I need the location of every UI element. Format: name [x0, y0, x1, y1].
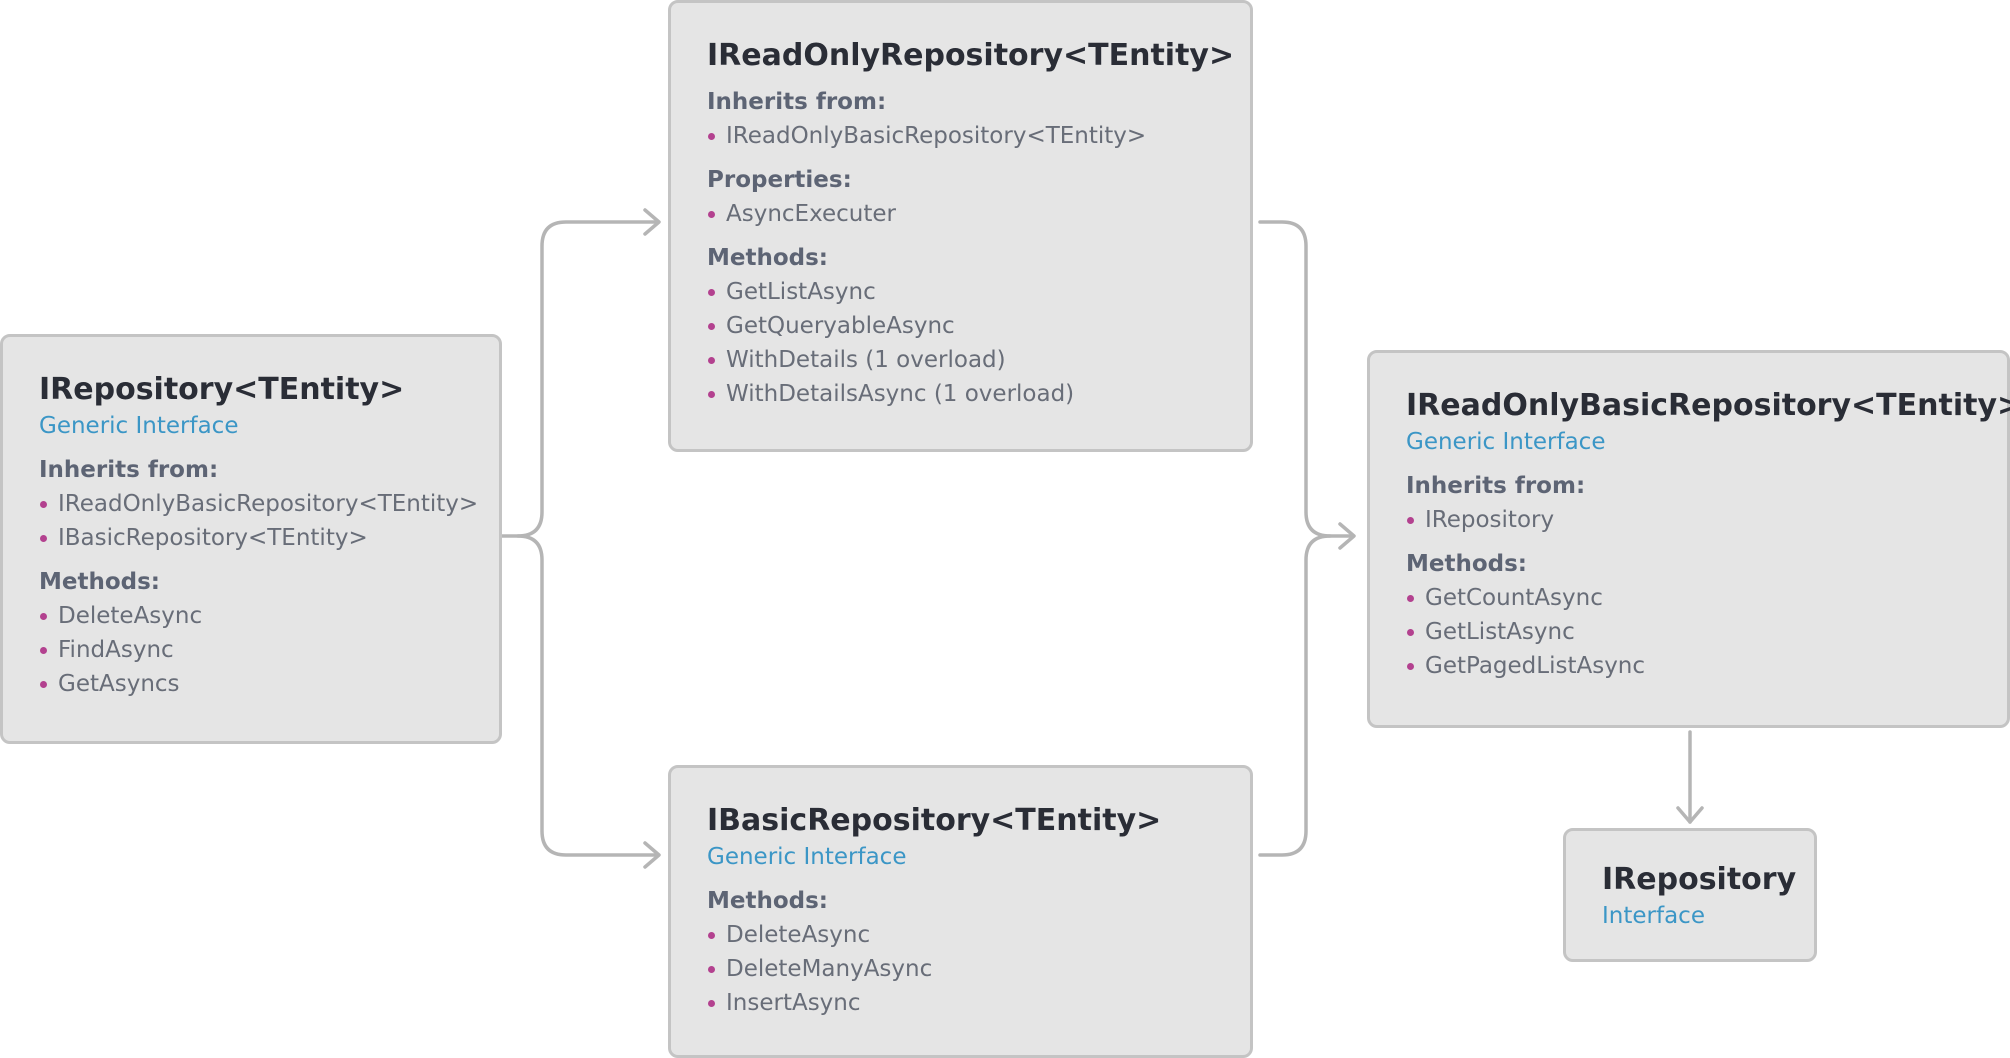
properties-list: AsyncExecuter: [707, 197, 1250, 231]
methods-list: GetCountAsync GetListAsync GetPagedListA…: [1406, 581, 2007, 683]
list-item: GetAsyncs: [39, 667, 499, 701]
inherits-section: Inherits from: IRepository: [1406, 469, 2007, 537]
methods-section: Methods: GetCountAsync GetListAsync GetP…: [1406, 547, 2007, 683]
list-item: WithDetails (1 overload): [707, 343, 1250, 377]
box-title: IReadOnlyRepository<TEntity>: [707, 38, 1235, 73]
list-item: IRepository: [1406, 503, 2007, 537]
list-item: DeleteAsync: [39, 599, 499, 633]
section-title: Methods:: [707, 245, 829, 271]
list-item: IReadOnlyBasicRepository<TEntity>: [707, 119, 1250, 153]
box-ibasic-repository: IBasicRepository<TEntity> Generic Interf…: [668, 765, 1253, 1058]
list-item: FindAsync: [39, 633, 499, 667]
inherits-section: Inherits from: IReadOnlyBasicRepository<…: [707, 85, 1250, 153]
methods-section: Methods: GetListAsync GetQueryableAsync …: [707, 241, 1250, 411]
connector-irepository-to-ibasic-repository: [516, 534, 659, 857]
list-item: GetPagedListAsync: [1406, 649, 2007, 683]
methods-list: GetListAsync GetQueryableAsync WithDetai…: [707, 275, 1250, 411]
box-title: IRepository<TEntity>: [39, 372, 405, 407]
arrowhead-irepository: [1676, 806, 1704, 824]
list-item: GetListAsync: [707, 275, 1250, 309]
list-item: WithDetailsAsync (1 overload): [707, 377, 1250, 411]
connector-ireadonly-to-ireadonly-basic: [1258, 220, 1354, 538]
box-title: IReadOnlyBasicRepository<TEntity>: [1406, 388, 2010, 423]
box-ireadonly-basic-repository: IReadOnlyBasicRepository<TEntity> Generi…: [1367, 350, 2010, 728]
methods-section: Methods: DeleteAsync FindAsync GetAsyncs: [39, 565, 499, 701]
methods-list: DeleteAsync DeleteManyAsync InsertAsync: [707, 918, 1250, 1020]
list-item: GetCountAsync: [1406, 581, 2007, 615]
section-title: Methods:: [1406, 551, 1528, 577]
properties-section: Properties: AsyncExecuter: [707, 163, 1250, 231]
connector-ibasic-to-ireadonly-basic: [1258, 534, 1332, 857]
box-subtitle: Generic Interface: [39, 413, 239, 439]
box-irepository: IRepository Interface: [1563, 828, 1817, 962]
list-item: IBasicRepository<TEntity>: [39, 521, 499, 555]
inherits-section: Inherits from: IReadOnlyBasicRepository<…: [39, 453, 499, 555]
list-item: DeleteManyAsync: [707, 952, 1250, 986]
arrowhead-ireadonly-basic-repository: [1338, 522, 1356, 550]
section-title: Properties:: [707, 167, 852, 193]
list-item: InsertAsync: [707, 986, 1250, 1020]
inherits-list: IReadOnlyBasicRepository<TEntity>: [707, 119, 1250, 153]
inherits-list: IReadOnlyBasicRepository<TEntity> IBasic…: [39, 487, 499, 555]
methods-section: Methods: DeleteAsync DeleteManyAsync Ins…: [707, 884, 1250, 1020]
connector-irepository-to-ireadonly-repository: [500, 220, 659, 538]
list-item: GetListAsync: [1406, 615, 2007, 649]
list-item: DeleteAsync: [707, 918, 1250, 952]
box-ireadonly-repository: IReadOnlyRepository<TEntity> Inherits fr…: [668, 0, 1253, 452]
box-title: IBasicRepository<TEntity>: [707, 803, 1162, 838]
arrowhead-ibasic-repository: [643, 841, 661, 869]
list-item: AsyncExecuter: [707, 197, 1250, 231]
section-title: Inherits from:: [1406, 473, 1586, 499]
box-irepository-tentity: IRepository<TEntity> Generic Interface I…: [0, 334, 502, 744]
list-item: GetQueryableAsync: [707, 309, 1250, 343]
inherits-list: IRepository: [1406, 503, 2007, 537]
section-title: Inherits from:: [707, 89, 887, 115]
box-subtitle: Generic Interface: [707, 844, 907, 870]
box-subtitle: Generic Interface: [1406, 429, 1606, 455]
methods-list: DeleteAsync FindAsync GetAsyncs: [39, 599, 499, 701]
section-title: Methods:: [707, 888, 829, 914]
list-item: IReadOnlyBasicRepository<TEntity>: [39, 487, 499, 521]
box-title: IRepository: [1602, 862, 1797, 897]
box-subtitle: Interface: [1602, 903, 1705, 929]
section-title: Methods:: [39, 569, 161, 595]
arrowhead-ireadonly-repository: [643, 208, 661, 236]
section-title: Inherits from:: [39, 457, 219, 483]
